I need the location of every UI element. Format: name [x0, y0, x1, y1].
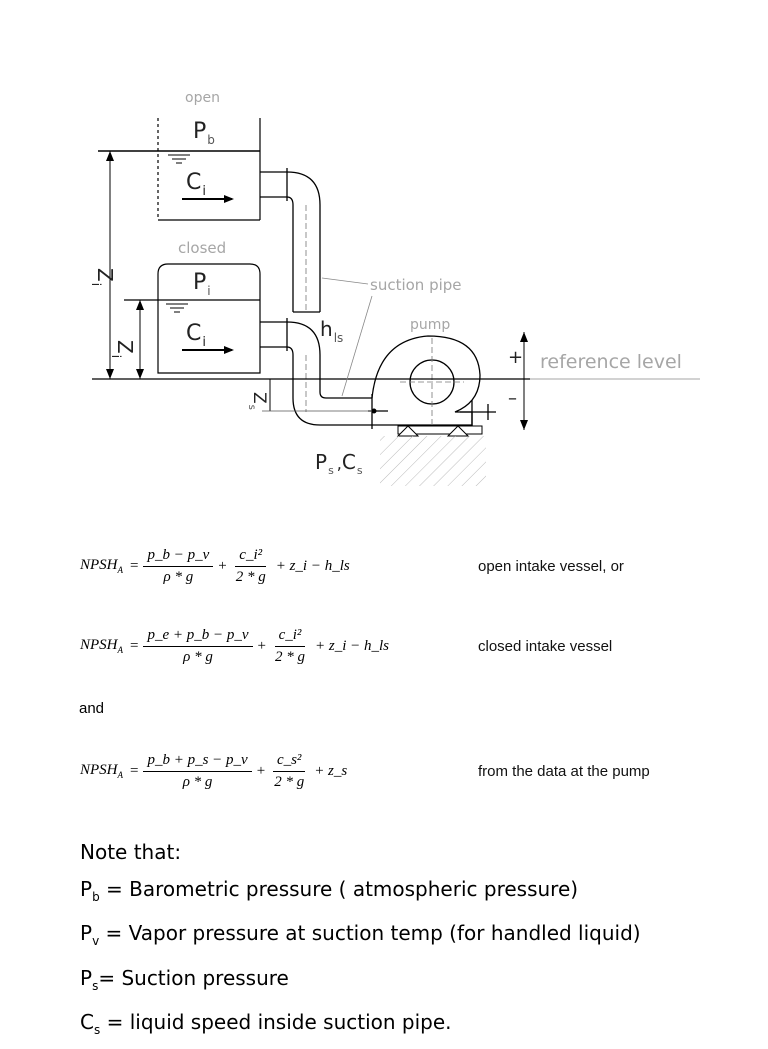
- equation-desc-pump: from the data at the pump: [478, 762, 650, 780]
- symbol-hls: hls: [320, 317, 343, 345]
- suction-pipe-open: [260, 168, 321, 313]
- fraction-pressure: p_b + p_s − p_v ρ * g: [143, 752, 252, 791]
- fraction-numerator: c_i²: [235, 547, 267, 567]
- velocity-arrow-open: [182, 195, 234, 203]
- suction-pipe-leader: [321, 277, 369, 285]
- dimension-zi-open: [106, 151, 114, 379]
- fraction-denominator: ρ * g: [182, 773, 213, 790]
- and-connector: and: [79, 700, 105, 717]
- note-item: Pv = Vapor pressure at suction temp (for…: [80, 921, 641, 948]
- equation-tail: + z_i − h_ls: [275, 557, 350, 574]
- symbol-zs: Zs: [246, 392, 269, 410]
- npsh-label: NPSH: [80, 762, 118, 778]
- fraction-denominator: 2 * g: [275, 648, 305, 665]
- equation-closed-vessel: NPSHA = p_e + p_b − p_v ρ * g + c_i² 2 *…: [80, 626, 390, 666]
- equation-tail: + z_s: [314, 762, 348, 779]
- pump-casing: [371, 335, 496, 426]
- label-suction-pipe: suction pipe: [370, 276, 462, 294]
- symbol-ci-closed: Ci: [186, 321, 206, 350]
- fraction-denominator: ρ * g: [183, 648, 213, 665]
- equation-pump-data: NPSHA = p_b + p_s − p_v ρ * g + c_s² 2 *…: [80, 751, 348, 791]
- note-item: Pb = Barometric pressure ( atmospheric p…: [80, 876, 579, 904]
- npsh-label: NPSH: [80, 557, 118, 573]
- open-level-symbol: [168, 154, 190, 164]
- equation-desc-closed: closed intake vessel: [478, 637, 613, 655]
- equation-open-vessel: NPSHA = p_b − p_v ρ * g + c_i² 2 * g + z…: [80, 546, 350, 586]
- npsh-sub: A: [117, 565, 124, 575]
- symbol-ps-cs: Ps,Cs: [315, 450, 363, 477]
- fraction-numerator: p_b + p_s − p_v: [143, 752, 252, 772]
- sign-plus: +: [508, 347, 523, 368]
- suction-pipe-closed: [260, 318, 373, 429]
- closed-level-symbol: [166, 303, 188, 313]
- equation-row-pump: NPSHA = p_b + p_s − p_v ρ * g + c_s² 2 *…: [80, 741, 720, 801]
- fraction-numerator: p_e + p_b − p_v: [143, 627, 253, 647]
- fraction-velocity: c_s² 2 * g: [270, 752, 308, 791]
- npsh-sub: A: [117, 645, 124, 655]
- label-pump: pump: [410, 317, 450, 333]
- equation-tail: + z_i − h_ls: [315, 637, 390, 654]
- sign-minus: –: [508, 388, 517, 409]
- symbol-pb: Pb: [193, 119, 215, 147]
- note-item: Cs = liquid speed inside suction pipe.: [80, 1010, 452, 1037]
- fraction-denominator: ρ * g: [163, 568, 194, 585]
- notes-heading: Note that:: [80, 840, 182, 864]
- label-closed: closed: [178, 239, 226, 257]
- npsh-label: NPSH: [80, 637, 118, 653]
- pump-base: [380, 425, 486, 486]
- dimension-zi-closed: [136, 300, 144, 379]
- closed-vessel: [157, 263, 261, 374]
- open-vessel: [157, 118, 261, 221]
- velocity-arrow-closed: [182, 346, 234, 354]
- fraction-pressure: p_e + p_b − p_v ρ * g: [143, 627, 253, 666]
- npsh-sub: A: [117, 770, 124, 780]
- notes-block: Note that: Pb = Barometric pressure ( at…: [80, 834, 740, 1049]
- fraction-denominator: 2 * g: [274, 773, 305, 790]
- dimension-zs: [262, 379, 372, 412]
- fraction-velocity: c_i² 2 * g: [271, 627, 309, 666]
- label-reference-level: reference level: [540, 351, 682, 373]
- fraction-numerator: c_s²: [272, 752, 306, 772]
- note-item: Ps= Suction pressure: [80, 965, 289, 993]
- symbol-ci-open: Ci: [186, 170, 206, 199]
- suction-pipe-leader-2: [341, 295, 373, 397]
- dimension-reference-sign: [520, 332, 528, 430]
- equation-desc-open: open intake vessel, or: [478, 557, 624, 575]
- symbol-zi-open: Zi: [89, 268, 117, 286]
- label-open: open: [185, 90, 220, 106]
- fraction-numerator: p_b − p_v: [143, 547, 214, 567]
- fraction-pressure: p_b − p_v ρ * g: [143, 547, 214, 586]
- fraction-denominator: 2 * g: [235, 568, 266, 585]
- npsh-diagram: open closed suction pipe pump reference …: [89, 90, 700, 486]
- symbol-zi-closed: Zi: [109, 340, 137, 358]
- equation-row-closed: NPSHA = p_e + p_b − p_v ρ * g + c_i² 2 *…: [80, 616, 720, 676]
- symbol-pi: Pi: [193, 270, 211, 298]
- equation-row-open: NPSHA = p_b − p_v ρ * g + c_i² 2 * g + z…: [80, 536, 720, 596]
- fraction-numerator: c_i²: [274, 627, 306, 647]
- fraction-velocity: c_i² 2 * g: [232, 547, 270, 586]
